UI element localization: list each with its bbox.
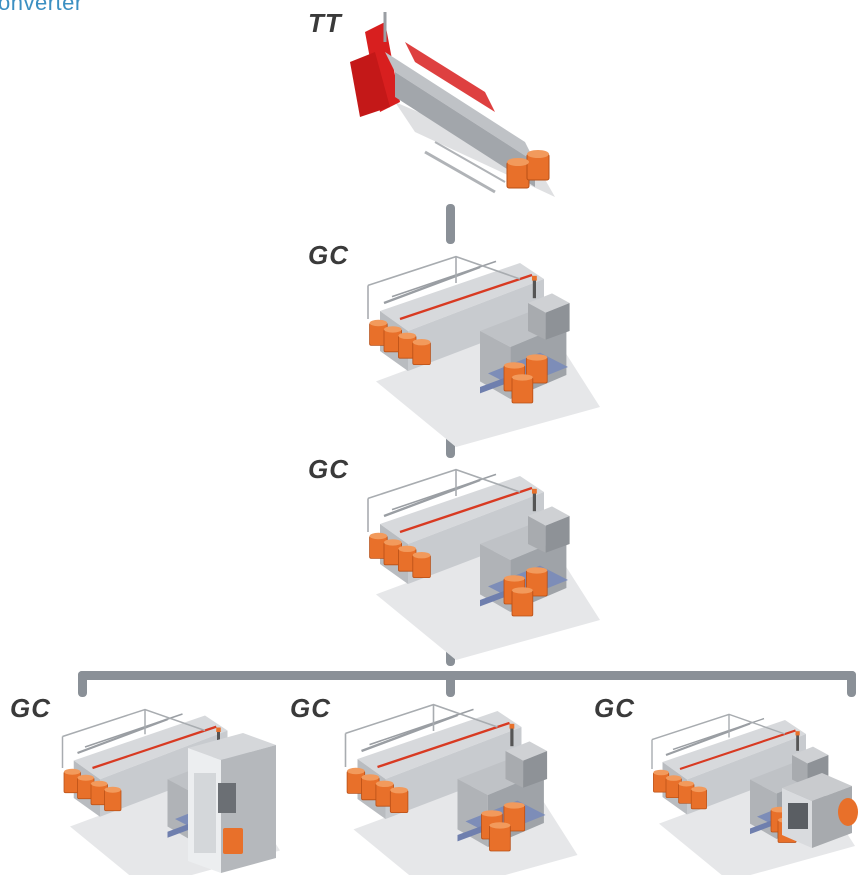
stage-label-gc-5: GC	[594, 693, 635, 723]
tunnel-unit-icon	[782, 773, 858, 848]
stage-label-tt: TT	[308, 8, 342, 38]
cabinet-unit-icon	[188, 733, 276, 873]
stage-label-gc-3: GC	[10, 693, 51, 723]
connector-tt-gc1	[446, 204, 455, 244]
branch-drop-left	[78, 671, 87, 697]
header-title: onverter	[0, 0, 83, 15]
stage-label-gc-2: GC	[308, 454, 349, 484]
gill-machine-icon	[366, 255, 602, 449]
branch-drop-right	[847, 671, 856, 697]
stage-label-gc-4: GC	[290, 693, 331, 723]
stage-label-gc-1: GC	[308, 240, 349, 270]
branch-bar	[78, 671, 856, 680]
branch-drop-center	[446, 671, 455, 697]
turntable-machine-icon	[350, 12, 555, 197]
gill-machine-icon	[344, 703, 579, 875]
gill-machine-icon	[366, 468, 602, 662]
